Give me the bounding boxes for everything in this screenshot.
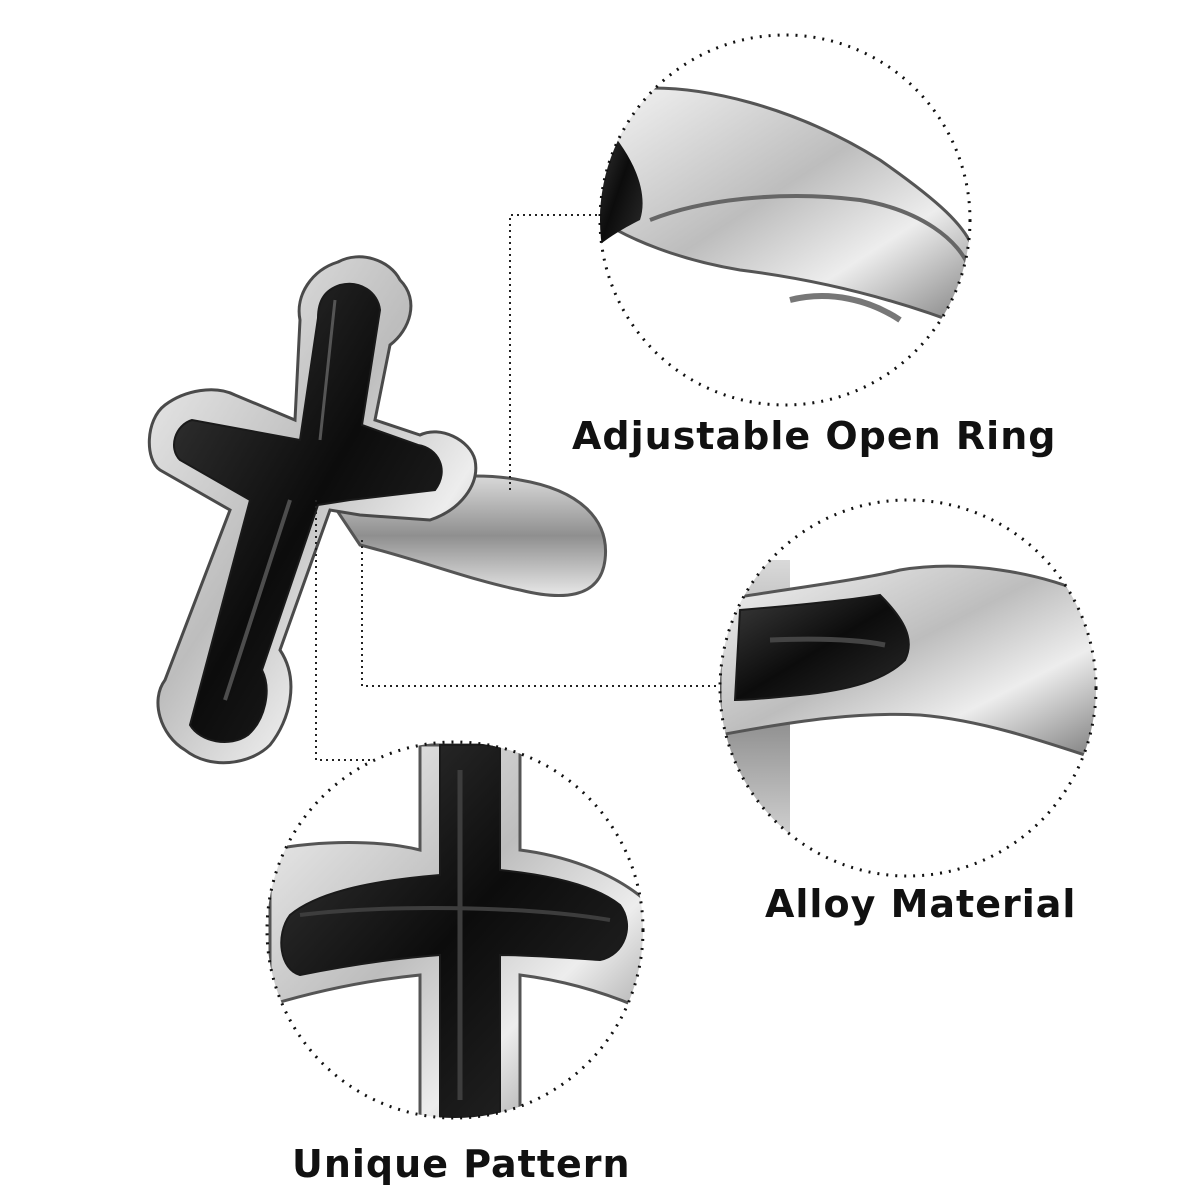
connector-open-ring xyxy=(509,214,598,490)
feature-label-open-ring: Adjustable Open Ring xyxy=(572,414,1057,458)
feature-label-unique-pattern: Unique Pattern xyxy=(292,1142,631,1186)
connector-lines xyxy=(315,214,720,761)
feature-label-alloy-material: Alloy Material xyxy=(765,882,1077,926)
pattern-closeup xyxy=(265,740,645,1120)
open-ring-closeup xyxy=(598,33,972,407)
alloy-closeup xyxy=(718,498,1098,878)
connector-alloy xyxy=(361,540,720,687)
connector-pattern xyxy=(315,500,372,761)
cross-enamel-inlay xyxy=(173,282,443,743)
cross-ring-product xyxy=(147,255,608,765)
